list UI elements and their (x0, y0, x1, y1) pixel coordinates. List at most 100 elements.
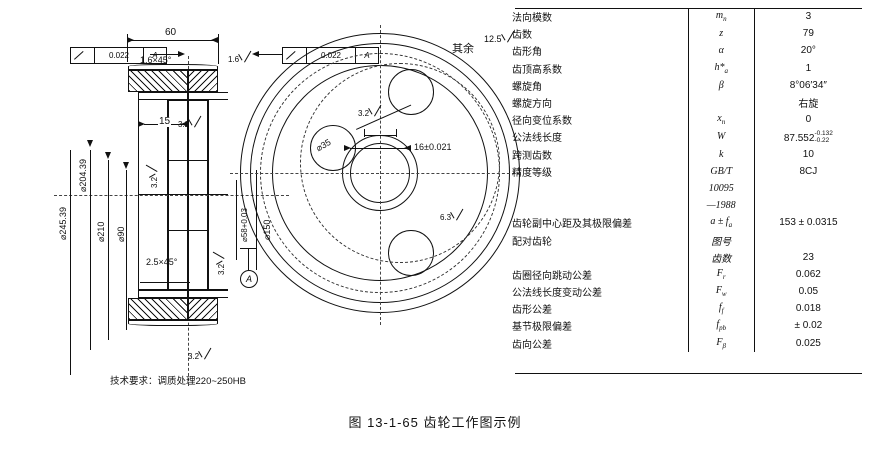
spec-symbol: W (687, 128, 755, 146)
spec-value: 20° (800, 45, 816, 57)
spec-name: 齿顶高系数 (512, 64, 562, 76)
figure-caption: 图 13-1-65 齿轮工作图示例 (348, 415, 522, 430)
table-row: 配对齿轮 图号 (510, 231, 862, 249)
roughness-circ-face-value: 3.2 (358, 109, 370, 118)
spec-value: 0.05 (798, 286, 819, 298)
spec-symbol: xn (687, 111, 755, 129)
spec-value: 10 (802, 148, 814, 160)
general-roughness-symbol: 12.5 (484, 33, 513, 44)
spec-symbol: Fβ (687, 334, 755, 352)
spec-name: 齿数 (512, 30, 532, 42)
tolerance-datum-left: A (152, 51, 158, 60)
diameter-210: ⌀210 (96, 221, 106, 242)
spec-name: 跨测齿数 (512, 150, 552, 162)
spec-symbol: GB/T (687, 162, 755, 180)
spec-name: 法向模数 (512, 13, 552, 25)
spec-value: 153 ± 0.0315 (779, 217, 838, 229)
spec-symbol: 图号 (687, 231, 755, 249)
general-roughness-note-label: 其余 (452, 43, 474, 55)
roughness-right-face: 3.2 (215, 253, 226, 275)
spec-symbol: z (687, 25, 755, 43)
roughness-hub-value: 3.2 (150, 176, 159, 188)
spec-value (754, 197, 862, 214)
table-row: 齿轮副中心距及其极限偏差 a ± fa 153 ± 0.0315 (510, 214, 862, 232)
spec-value: 8CJ (799, 165, 818, 177)
table-row: —1988 (510, 197, 862, 215)
roughness-circ-face: 3.2 (358, 107, 380, 118)
chamfer-bottom-label: 2.5×45° (146, 257, 178, 267)
spec-value: 87.552-0.132-0.22 (783, 129, 833, 144)
diameter-204: ⌀204.39 (78, 159, 88, 192)
spec-value: 0.018 (795, 303, 821, 315)
keyway-dimension: 16±0.021 (414, 142, 452, 152)
spec-symbol: k (687, 145, 755, 163)
roughness-keyway-value: 6.3 (440, 213, 452, 222)
table-row: 公法线长度 W 87.552-0.132-0.22 (510, 128, 862, 146)
roughness-bottom-value: 3.2 (188, 352, 200, 361)
spec-value: 0.062 (795, 268, 821, 280)
datum-marker-a: A (240, 270, 258, 288)
table-row: 齿顶高系数 h*a 1 (510, 59, 862, 77)
spec-value: 右旋 (798, 99, 819, 111)
tolerance-frame-left: 0.022 A (70, 47, 167, 64)
spec-symbol: Fr (687, 265, 755, 283)
roughness-bore-value: 3.2 (178, 120, 190, 129)
tolerance-value-left: 0.022 (95, 48, 144, 63)
spec-name: 齿形角 (512, 47, 542, 59)
spec-value: 8°06′34″ (789, 79, 827, 91)
spec-value: 0.025 (795, 337, 821, 349)
spec-symbol: h*a (687, 59, 755, 77)
spec-name: 基节极限偏差 (512, 322, 572, 334)
spec-name: 齿轮副中心距及其极限偏差 (512, 219, 632, 231)
runout-symbol-icon (71, 48, 95, 63)
table-row: 齿数 z 79 (510, 25, 862, 43)
spec-name: 配对齿轮 (512, 236, 552, 248)
spec-name: 公法线长度 (512, 133, 562, 145)
diameter-245: ⌀245.39 (58, 207, 68, 240)
roughness-top-right: 1.6 (228, 53, 250, 64)
table-row: 螺旋方向 右旋 (510, 93, 862, 112)
spec-name: 螺旋方向 (512, 99, 552, 111)
roughness-top-right-value: 1.6 (228, 55, 240, 64)
spec-value: ± 0.02 (794, 320, 823, 332)
table-row: 跨测齿数 k 10 (510, 145, 862, 163)
table-bottom-rule (515, 373, 862, 375)
spec-symbol: Fw (687, 283, 755, 301)
table-row: 10095 (510, 179, 862, 198)
spec-symbol: β (687, 76, 755, 94)
roughness-bottom: 3.2 (188, 350, 210, 361)
spec-name (510, 180, 688, 197)
roughness-bore: 3.2 (178, 118, 200, 129)
spec-name (510, 249, 688, 266)
spec-symbol: 齿数 (687, 248, 755, 266)
spec-name: 径向变位系数 (512, 116, 572, 128)
spec-value: 3 (805, 11, 812, 23)
dimension-width-60: 60 (165, 27, 177, 38)
spec-value (754, 180, 862, 197)
spec-value: 1 (805, 62, 812, 74)
spec-name: 齿向公差 (512, 339, 552, 351)
spec-symbol: mn (687, 8, 755, 26)
roughness-keyway: 6.3 (440, 211, 462, 222)
roughness-right-value: 3.2 (217, 263, 226, 275)
general-roughness-value: 12.5 (484, 34, 502, 44)
chamfer-top-label: 1.6×45° (140, 55, 172, 65)
dimension-inner-15: 15 (158, 116, 172, 127)
spec-name: 齿形公差 (512, 305, 552, 317)
spec-symbol: —1988 (687, 197, 755, 215)
spec-symbol: ff (687, 300, 755, 318)
spec-symbol: a ± fa (687, 214, 755, 232)
table-row: 齿向公差 Fβ 0.025 (510, 334, 862, 352)
spec-name (510, 197, 688, 214)
spec-value: 79 (802, 28, 814, 40)
